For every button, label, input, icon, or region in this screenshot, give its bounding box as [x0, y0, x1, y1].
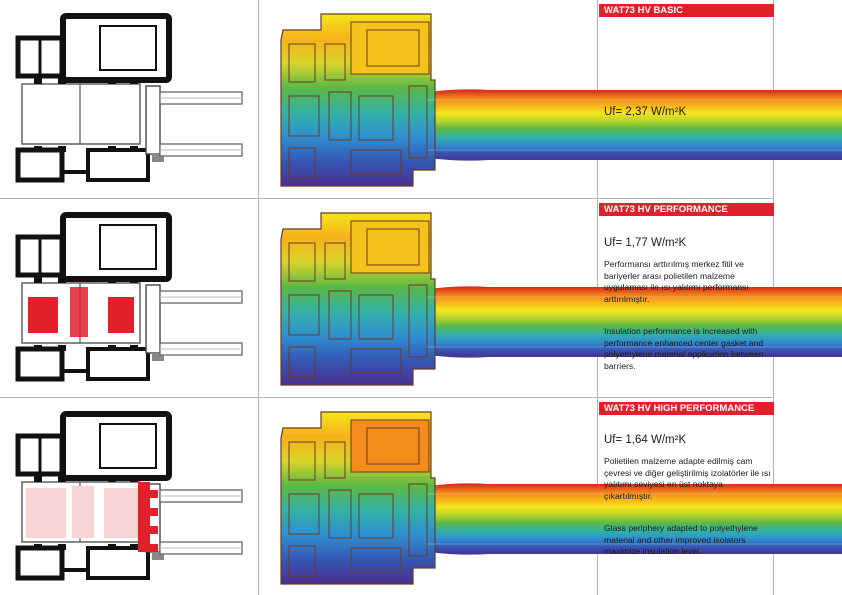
series-title-badge: WAT73 HV HIGH PERFORMANCE	[599, 402, 774, 415]
profile-cross-section-drawing	[15, 411, 243, 581]
thermal-simulation-map	[280, 212, 842, 386]
description-turkish: Polietilen malzeme adapte edilmiş cam çe…	[604, 456, 771, 501]
profile-drawing-cell	[0, 199, 258, 397]
grid-horizontal-2	[0, 397, 774, 398]
row-high-performance: WAT73 HV HIGH PERFORMANCE Uf= 1,64 W/m²K…	[0, 398, 842, 595]
description-english: Insulation performance is increased with…	[604, 326, 764, 371]
description-english: Glass periphery adapted to polyethylene …	[604, 523, 758, 557]
description-turkish: Performansı arttırılmış merkez fitil ve …	[604, 259, 749, 304]
profile-drawing-cell	[0, 0, 258, 198]
uf-value: Uf= 1,77 W/m²K	[604, 237, 687, 249]
thermal-map-cell	[259, 0, 842, 198]
row-basic: WAT73 HV BASIC Uf= 2,37 W/m²K	[0, 0, 842, 198]
grid-vertical-left	[258, 0, 259, 595]
profile-cross-section-drawing	[15, 13, 243, 183]
series-title-badge: WAT73 HV PERFORMANCE	[599, 203, 774, 216]
uf-value: Uf= 1,64 W/m²K	[604, 434, 687, 446]
series-title-badge: WAT73 HV BASIC	[599, 4, 774, 17]
profile-cross-section-drawing	[15, 212, 243, 382]
thermal-simulation-map	[280, 13, 842, 187]
thermal-map-cell	[259, 199, 842, 397]
thermal-simulation-map	[280, 411, 842, 585]
thermal-map-cell	[259, 398, 842, 595]
grid-horizontal-1	[0, 198, 774, 199]
row-performance: WAT73 HV PERFORMANCE Uf= 1,77 W/m²K Perf…	[0, 199, 842, 397]
uf-value: Uf= 2,37 W/m²K	[604, 106, 687, 118]
profile-drawing-cell	[0, 398, 258, 595]
